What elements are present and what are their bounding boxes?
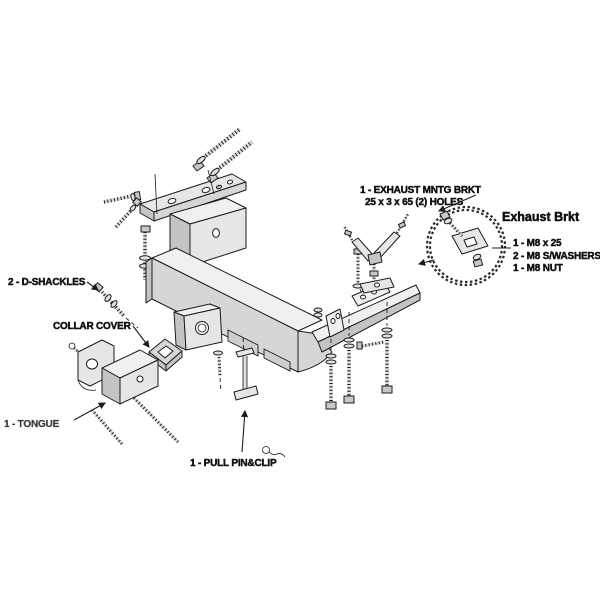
label-exhaust-mntg-line2: 25 x 3 x 65 (2) HOLES (365, 197, 464, 208)
label-exhaust-mntg-line1: 1 - EXHAUST MNTG BRKT (360, 185, 481, 196)
bolt-washer-stack-icon (381, 302, 393, 394)
label-exhaust-detail-title: Exhaust Brkt (502, 210, 580, 224)
leader-lines (73, 194, 477, 453)
bolt-washer-stack-icon (343, 312, 355, 404)
bolt-washer-stack-icon (352, 248, 364, 297)
receiver-box-drawing (173, 303, 223, 351)
tongue-drawing (68, 339, 180, 445)
label-pull-pin: 1 - PULL PIN&CLIP (190, 458, 277, 469)
label-collar-cover: COLLAR COVER (53, 321, 132, 332)
label-m8-bolt: 1 - M8 x 25 (513, 238, 562, 249)
label-tongue: 1 - TONGUE (4, 419, 60, 430)
label-m8-washer: 2 - M8 S/WASHERS (513, 251, 600, 262)
bolt-icon (192, 127, 242, 172)
bolt-icon (206, 140, 254, 195)
side-bracket-drawing (169, 197, 247, 267)
bolt-icon (114, 197, 142, 229)
bolt-icon (356, 340, 385, 350)
washer-stack-icon (213, 350, 223, 393)
exhaust-detail-circle (425, 205, 511, 287)
mounting-plate-drawing (139, 173, 247, 222)
label-m8-nut: 1 - M8 NUT (513, 263, 563, 274)
label-d-shackles: 2 - D-SHACKLES (8, 277, 86, 288)
clip-icon (262, 446, 286, 458)
pull-pin-drawing (233, 337, 259, 401)
bolt-washer-stack-icon (325, 339, 337, 410)
exhaust-bracket-drawing (342, 213, 410, 294)
